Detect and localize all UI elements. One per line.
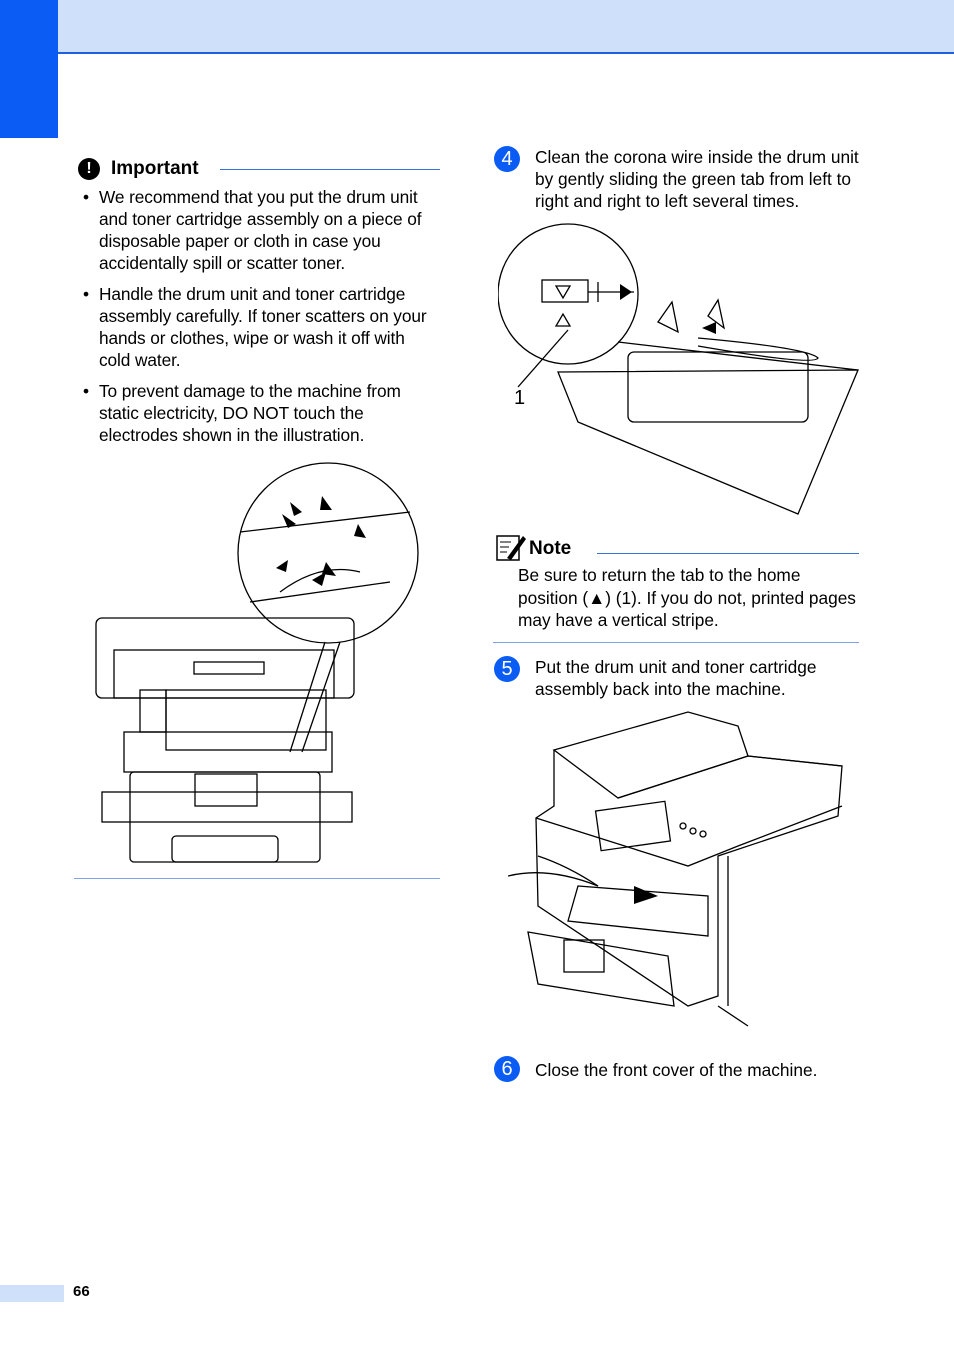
step-text: Close the front cover of the machine.: [535, 1060, 818, 1080]
page-number-band: [0, 1285, 64, 1302]
note-title: Note: [529, 538, 572, 559]
step-text: Clean the corona wire inside the drum un…: [535, 147, 859, 211]
exclamation-icon: !: [78, 158, 100, 180]
note-divider: [493, 642, 859, 643]
electrodes-illustration: [95, 462, 419, 863]
machine-illustration: [508, 711, 843, 1027]
important-list: We recommend that you put the drum unit …: [78, 186, 440, 446]
callout-number-1: 1: [514, 387, 525, 409]
corona-wire-illustration: 1: [498, 223, 859, 515]
note-text: Be sure to return the tab to the home po…: [518, 565, 856, 630]
list-item: We recommend that you put the drum unit …: [78, 186, 440, 274]
chapter-tab: [0, 0, 58, 138]
list-item: Handle the drum unit and toner cartridge…: [78, 283, 440, 371]
note-rule: [597, 553, 859, 554]
list-item: To prevent damage to the machine from st…: [78, 380, 440, 446]
step-number-badge: 4: [494, 146, 520, 172]
pencil-note-icon: [496, 535, 526, 561]
important-rule: [220, 169, 440, 170]
header-band: [0, 0, 954, 54]
important-title: Important: [111, 158, 199, 179]
important-header: ! Important: [78, 156, 440, 184]
section-divider: [74, 878, 440, 879]
important-box: ! Important We recommend that you put th…: [78, 156, 440, 455]
step-number-badge: 5: [494, 656, 520, 682]
page-number: 66: [73, 1283, 90, 1300]
step-text: Put the drum unit and toner cartridge as…: [535, 657, 817, 699]
step-number-badge: 6: [494, 1056, 520, 1082]
